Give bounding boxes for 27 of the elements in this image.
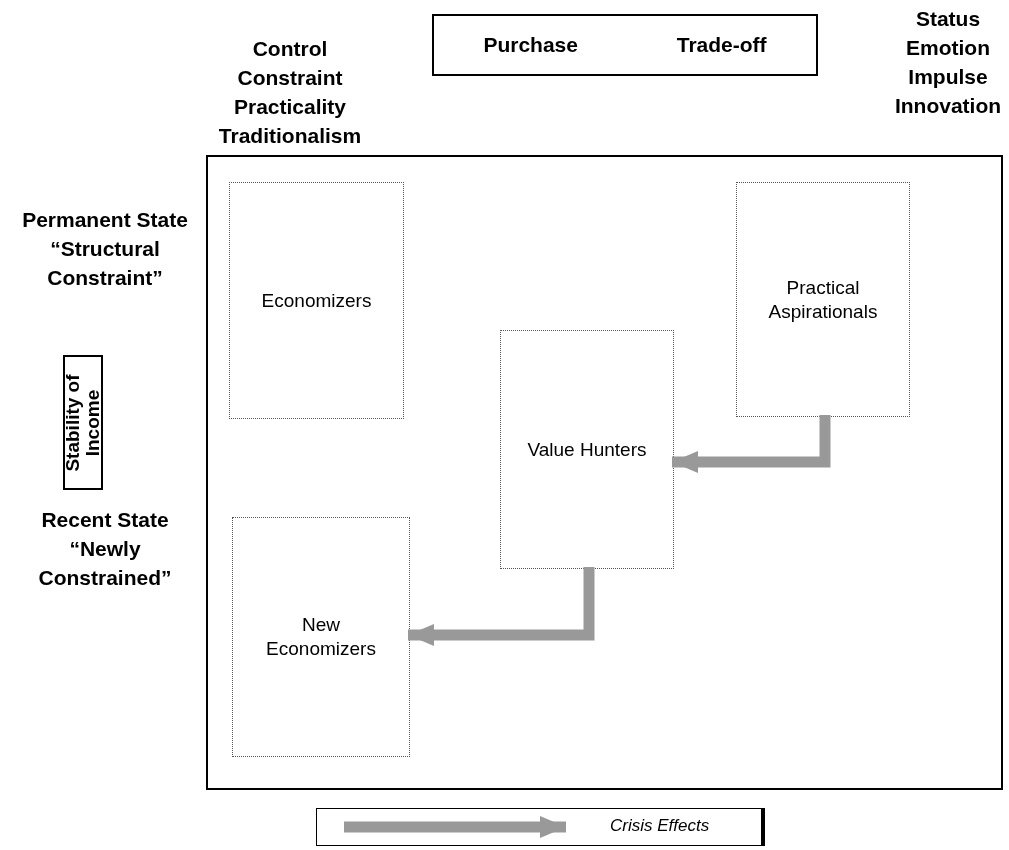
axis-label: Stability of Income: [63, 372, 103, 474]
header-text: Purchase: [483, 33, 578, 57]
column-label: Impulse: [907, 64, 989, 90]
column-label: Innovation: [893, 93, 1003, 119]
legend-text: Crisis Effects: [610, 816, 710, 836]
row-label: Permanent State “Structural Constraint”: [21, 207, 189, 291]
segment-name: Practical Aspirationals: [767, 275, 879, 324]
arrow: [672, 415, 831, 473]
column-label: Emotion: [905, 35, 991, 61]
header-text: Trade-off: [676, 33, 767, 57]
segment-name: Value Hunters: [527, 437, 647, 462]
header-box: [432, 14, 818, 76]
segment-box: [500, 330, 674, 569]
arrow: [408, 567, 595, 646]
column-label: Constraint: [236, 65, 344, 91]
segment-name: New Economizers: [265, 613, 377, 661]
column-label: Control: [251, 36, 329, 62]
segment-box: [229, 182, 404, 419]
column-label: Practicality: [232, 94, 348, 120]
column-label: Traditionalism: [217, 123, 363, 149]
row-label: Recent State “Newly Constrained”: [37, 507, 173, 591]
matrix-frame: [206, 155, 1003, 790]
segment-name: Economizers: [261, 288, 372, 313]
segment-box: [232, 517, 410, 757]
column-label: Status: [914, 6, 982, 32]
segment-box: [736, 182, 910, 417]
axis-label-box: [63, 355, 103, 490]
